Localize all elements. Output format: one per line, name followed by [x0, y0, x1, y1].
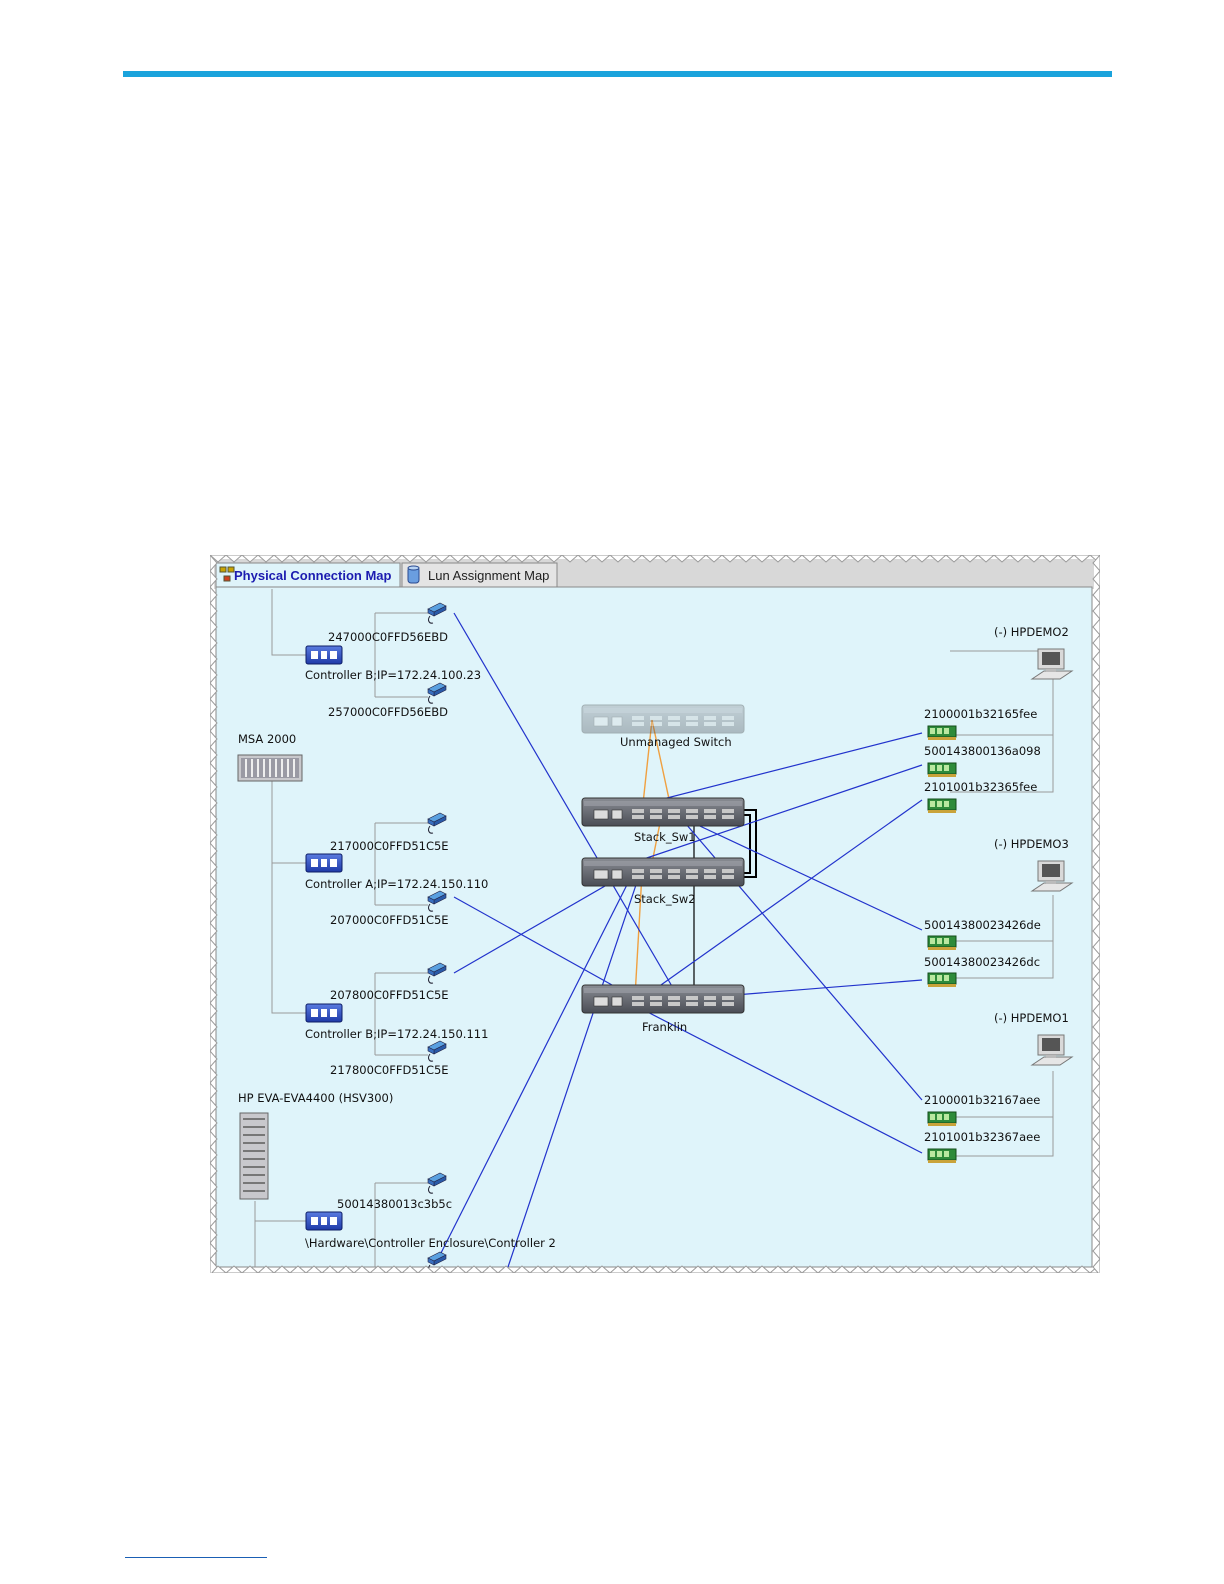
controller-label: Controller B;IP=172.24.150.111 [305, 1027, 488, 1041]
host-name: (-) HPDEMO1 [994, 1011, 1069, 1025]
tab-label-physical: Physical Connection Map [234, 568, 392, 583]
controller-icon[interactable] [305, 645, 343, 665]
hba-wwn-label: 2100001b32167aee [924, 1093, 1040, 1107]
torn-edge [210, 555, 1100, 1273]
switch-icon-franklin[interactable] [581, 984, 745, 1014]
hba-card-icon[interactable] [927, 798, 957, 814]
hba-card-icon[interactable] [927, 1111, 957, 1127]
port-wwn-label: 207000C0FFD51C5E [330, 913, 449, 927]
network-map-icon [219, 566, 235, 582]
unmanaged-switch-icon[interactable] [581, 704, 745, 734]
host-name: (-) HPDEMO3 [994, 837, 1069, 851]
database-icon [407, 565, 420, 584]
eva-array-icon[interactable] [239, 1112, 269, 1200]
controller-icon[interactable] [305, 853, 343, 873]
footer-rule [125, 1557, 267, 1558]
hba-wwn-label: 50014380023426de [924, 918, 1041, 932]
port-wwn-label: 50014380013c3b5c [337, 1197, 452, 1211]
tab-lun-assignment-map[interactable]: Lun Assignment Map [401, 562, 558, 588]
controller-icon[interactable] [305, 1211, 343, 1231]
switch-label: Franklin [642, 1020, 687, 1034]
hba-card-icon[interactable] [927, 1148, 957, 1164]
tab-label-lun: Lun Assignment Map [428, 568, 549, 583]
hba-card-icon[interactable] [927, 762, 957, 778]
topology-screenshot: Physical Connection Map Lun Assignment M… [210, 555, 1100, 1273]
switch-icon-stack-sw2[interactable] [581, 857, 745, 887]
hba-wwn-label: 2100001b32165fee [924, 707, 1037, 721]
port-wwn-label: 217000C0FFD51C5E [330, 839, 449, 853]
switch-label: Unmanaged Switch [620, 735, 732, 749]
switch-label: Stack_Sw2 [634, 892, 696, 906]
controller-label: Controller A;IP=172.24.150.110 [305, 877, 488, 891]
hba-card-icon[interactable] [927, 725, 957, 741]
port-wwn-label: 207800C0FFD51C5E [330, 988, 449, 1002]
port-wwn-label: 247000C0FFD56EBD [328, 630, 448, 644]
storage-array-name: HP EVA-EVA4400 (HSV300) [238, 1091, 393, 1105]
hba-wwn-label: 2101001b32367aee [924, 1130, 1040, 1144]
hba-wwn-label: 50014380023426dc [924, 955, 1040, 969]
controller-label: Controller B;IP=172.24.100.23 [305, 668, 481, 682]
tab-physical-connection-map[interactable]: Physical Connection Map [215, 562, 401, 588]
port-wwn-label: 257000C0FFD56EBD [328, 705, 448, 719]
hba-wwn-label: 500143800136a098 [924, 744, 1041, 758]
hba-card-icon[interactable] [927, 935, 957, 951]
switch-label: Stack_Sw1 [634, 830, 696, 844]
storage-array-name: MSA 2000 [238, 732, 296, 746]
hba-card-icon[interactable] [927, 972, 957, 988]
controller-label: \Hardware\Controller Enclosure\Controlle… [305, 1236, 556, 1250]
controller-icon[interactable] [305, 1003, 343, 1023]
header-rule [123, 71, 1112, 77]
hba-wwn-label: 2101001b32365fee [924, 780, 1037, 794]
tree-connectors [254, 589, 1054, 1267]
host-name: (-) HPDEMO2 [994, 625, 1069, 639]
msa-array-icon[interactable] [237, 754, 303, 782]
port-wwn-label: 217800C0FFD51C5E [330, 1063, 449, 1077]
switch-icon-stack-sw1[interactable] [581, 797, 745, 827]
